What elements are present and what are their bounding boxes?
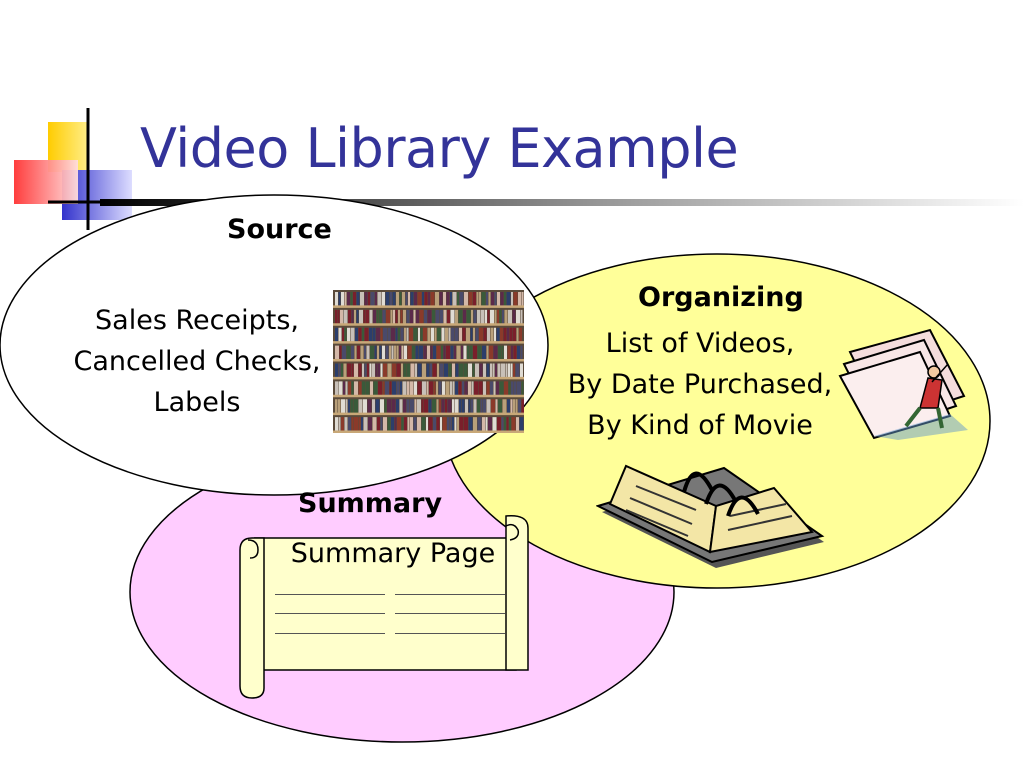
source-text: Sales Receipts, Cancelled Checks, Labels xyxy=(54,300,340,423)
file-folder-icon xyxy=(838,328,968,440)
source-heading: Source xyxy=(227,214,332,245)
organizing-heading: Organizing xyxy=(638,282,804,313)
organizing-line: By Kind of Movie xyxy=(587,410,813,441)
scroll-title: Summary Page xyxy=(290,538,496,569)
corner-decoration-icon xyxy=(14,108,150,230)
blank-line xyxy=(395,613,505,614)
source-line: Sales Receipts, xyxy=(95,305,299,336)
organizing-text: List of Videos, By Date Purchased, By Ki… xyxy=(548,323,852,446)
blank-line xyxy=(275,613,385,614)
paper-scroll-icon xyxy=(239,515,529,699)
organizing-line: List of Videos, xyxy=(605,328,795,359)
blank-line xyxy=(275,633,385,634)
title-underline xyxy=(100,199,1024,206)
open-binder-book-icon xyxy=(596,464,825,568)
summary-heading: Summary xyxy=(298,488,443,519)
source-line: Cancelled Checks, xyxy=(73,346,321,377)
page-title: Video Library Example xyxy=(140,117,739,180)
source-line: Labels xyxy=(153,387,241,418)
blank-line xyxy=(395,594,505,595)
figure xyxy=(904,363,949,429)
video-shelf-photo-icon xyxy=(333,290,524,433)
blank-line xyxy=(395,633,505,634)
blank-line xyxy=(275,594,385,595)
organizing-line: By Date Purchased, xyxy=(567,369,833,400)
